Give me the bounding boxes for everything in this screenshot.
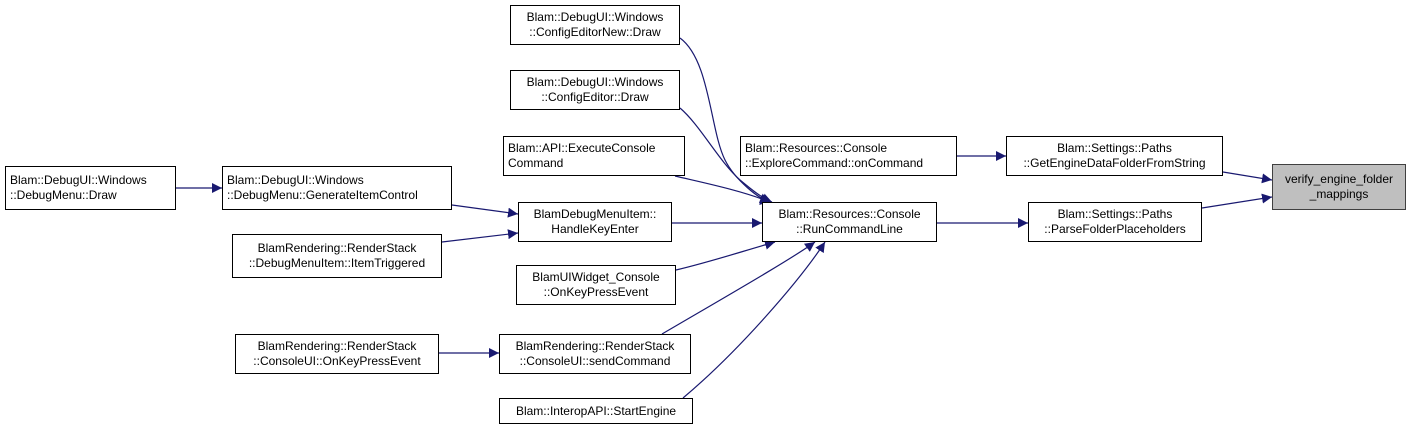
edge-widgetconsole-onkeypress-to-runcommandline xyxy=(675,239,776,271)
node-startengine[interactable]: Blam::InteropAPI::StartEngine xyxy=(499,398,693,424)
edge-configeditornew-draw-to-runcommandline xyxy=(679,37,771,205)
node-label-line: ::RunCommandLine xyxy=(796,222,903,236)
node-label-line: ::ConsoleUI::sendCommand xyxy=(519,354,671,368)
node-console-onkeypress[interactable]: BlamRendering::RenderStack::ConsoleUI::O… xyxy=(235,334,439,374)
node-label-line: ::OnKeyPressEvent xyxy=(543,285,649,299)
node-label-line: ::ExploreCommand::onCommand xyxy=(745,156,924,170)
edge-getenginedatafolder-to-verify-engine-folder-mappings xyxy=(1222,171,1273,184)
node-label-line: Blam::Resources::Console xyxy=(778,207,921,221)
node-configeditor-draw[interactable]: Blam::DebugUI::Windows::ConfigEditor::Dr… xyxy=(510,70,680,110)
node-itemtriggered[interactable]: BlamRendering::RenderStack::DebugMenuIte… xyxy=(232,234,442,278)
node-label-line: HandleKeyEnter xyxy=(551,222,639,236)
node-label-line: Blam::DebugUI::Windows xyxy=(526,10,664,24)
node-label-line: ::ParseFolderPlaceholders xyxy=(1044,222,1186,236)
node-configeditornew-draw[interactable]: Blam::DebugUI::Windows::ConfigEditorNew:… xyxy=(510,5,680,45)
node-label-line: Blam::DebugUI::Windows xyxy=(526,75,664,89)
node-debugmenu-draw[interactable]: Blam::DebugUI::Windows::DebugMenu::Draw xyxy=(5,166,176,210)
node-label-line: Blam::InteropAPI::StartEngine xyxy=(515,403,677,418)
node-label-line: _mappings xyxy=(1309,187,1369,201)
node-label-line: ::ConfigEditorNew::Draw xyxy=(529,25,661,39)
node-label-line: ::ConsoleUI::OnKeyPressEvent xyxy=(253,354,421,368)
node-sendcommand[interactable]: BlamRendering::RenderStack::ConsoleUI::s… xyxy=(499,334,691,374)
edges xyxy=(176,37,1273,399)
node-parsefolderplaceholders[interactable]: Blam::Settings::Paths::ParseFolderPlaceh… xyxy=(1028,202,1202,242)
node-label-line: BlamRendering::RenderStack xyxy=(515,339,675,353)
node-generateitemcontrol[interactable]: Blam::DebugUI::Windows::DebugMenu::Gener… xyxy=(222,166,452,210)
node-getenginedatafolder[interactable]: Blam::Settings::Paths::GetEngineDataFold… xyxy=(1006,136,1223,176)
node-explorecommand[interactable]: Blam::Resources::Console::ExploreCommand… xyxy=(740,136,957,176)
edge-generateitemcontrol-to-handlekeyenter xyxy=(451,204,519,218)
node-handlekeyenter[interactable]: BlamDebugMenuItem::HandleKeyEnter xyxy=(518,202,672,242)
node-label-line: BlamRendering::RenderStack xyxy=(257,241,417,255)
node-label-line: Blam::DebugUI::Windows xyxy=(227,173,364,187)
edge-startengine-to-runcommandline xyxy=(682,241,826,399)
node-label-line: BlamRendering::RenderStack xyxy=(257,339,417,353)
node-label-line: Blam::DebugUI::Windows xyxy=(10,173,147,187)
node-runcommandline[interactable]: Blam::Resources::Console::RunCommandLine xyxy=(762,202,937,242)
node-label-line: ::DebugMenu::Draw xyxy=(10,188,117,202)
node-label-line: BlamDebugMenuItem:: xyxy=(533,207,657,221)
node-label-line: ::DebugMenu::GenerateItemControl xyxy=(227,188,418,202)
node-label-line: BlamUIWidget_Console xyxy=(532,270,660,284)
node-label-line: Blam::Settings::Paths xyxy=(1057,141,1172,155)
edge-parsefolderplaceholders-to-verify-engine-folder-mappings xyxy=(1201,193,1273,209)
node-label-line: verify_engine_folder xyxy=(1284,172,1394,186)
node-label-line: ::GetEngineDataFolderFromString xyxy=(1023,156,1206,170)
node-widgetconsole-onkeypress[interactable]: BlamUIWidget_Console::OnKeyPressEvent xyxy=(516,265,676,305)
edge-executeconsolecommand-to-runcommandline xyxy=(674,175,771,203)
node-label-line: Command xyxy=(508,156,564,170)
edge-sendcommand-to-runcommandline xyxy=(661,241,816,335)
node-label-line: Blam::Settings::Paths xyxy=(1057,207,1173,221)
node-label-line: Blam::Resources::Console xyxy=(745,141,888,155)
edge-itemtriggered-to-handlekeyenter xyxy=(441,229,519,243)
node-label-line: Blam::API::ExecuteConsole xyxy=(508,141,656,155)
node-label-line: ::DebugMenuItem::ItemTriggered xyxy=(248,256,426,270)
node-verify-engine-folder-mappings[interactable]: verify_engine_folder_mappings xyxy=(1272,164,1406,210)
node-label-line: ::ConfigEditor::Draw xyxy=(541,90,649,104)
